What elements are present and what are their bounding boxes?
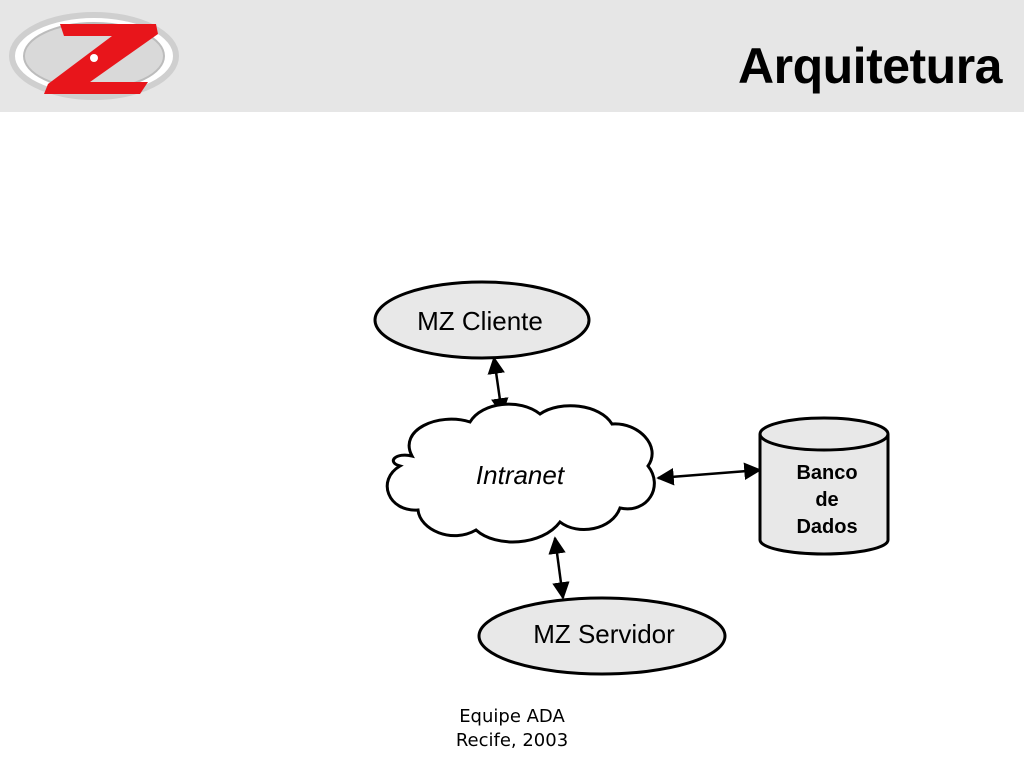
edge-network-database — [656, 462, 762, 486]
node-intranet-cloud: Intranet — [385, 402, 656, 544]
footer-team: Equipe ADA — [459, 706, 565, 727]
mz-z-logo-icon — [9, 12, 179, 100]
node-banco-label-3: Dados — [796, 516, 857, 538]
node-banco-label-1: Banco — [796, 462, 857, 484]
node-mz-cliente-label: MZ Cliente — [417, 306, 543, 336]
node-banco-label-2: de — [815, 489, 838, 511]
slide-title: Arquitetura — [738, 38, 1002, 94]
slide-header: Arquitetura — [0, 0, 1024, 112]
node-intranet-label: Intranet — [476, 460, 566, 490]
node-mz-servidor-label: MZ Servidor — [533, 619, 675, 649]
node-mz-servidor: MZ Servidor — [477, 596, 727, 676]
node-mz-cliente: MZ Cliente — [373, 280, 591, 360]
node-banco-de-dados: Banco de Dados — [758, 416, 890, 556]
edge-network-server — [548, 536, 570, 600]
footer-place-date: Recife, 2003 — [455, 730, 569, 751]
slide-footer: Equipe ADA Recife, 2003 — [412, 705, 612, 753]
